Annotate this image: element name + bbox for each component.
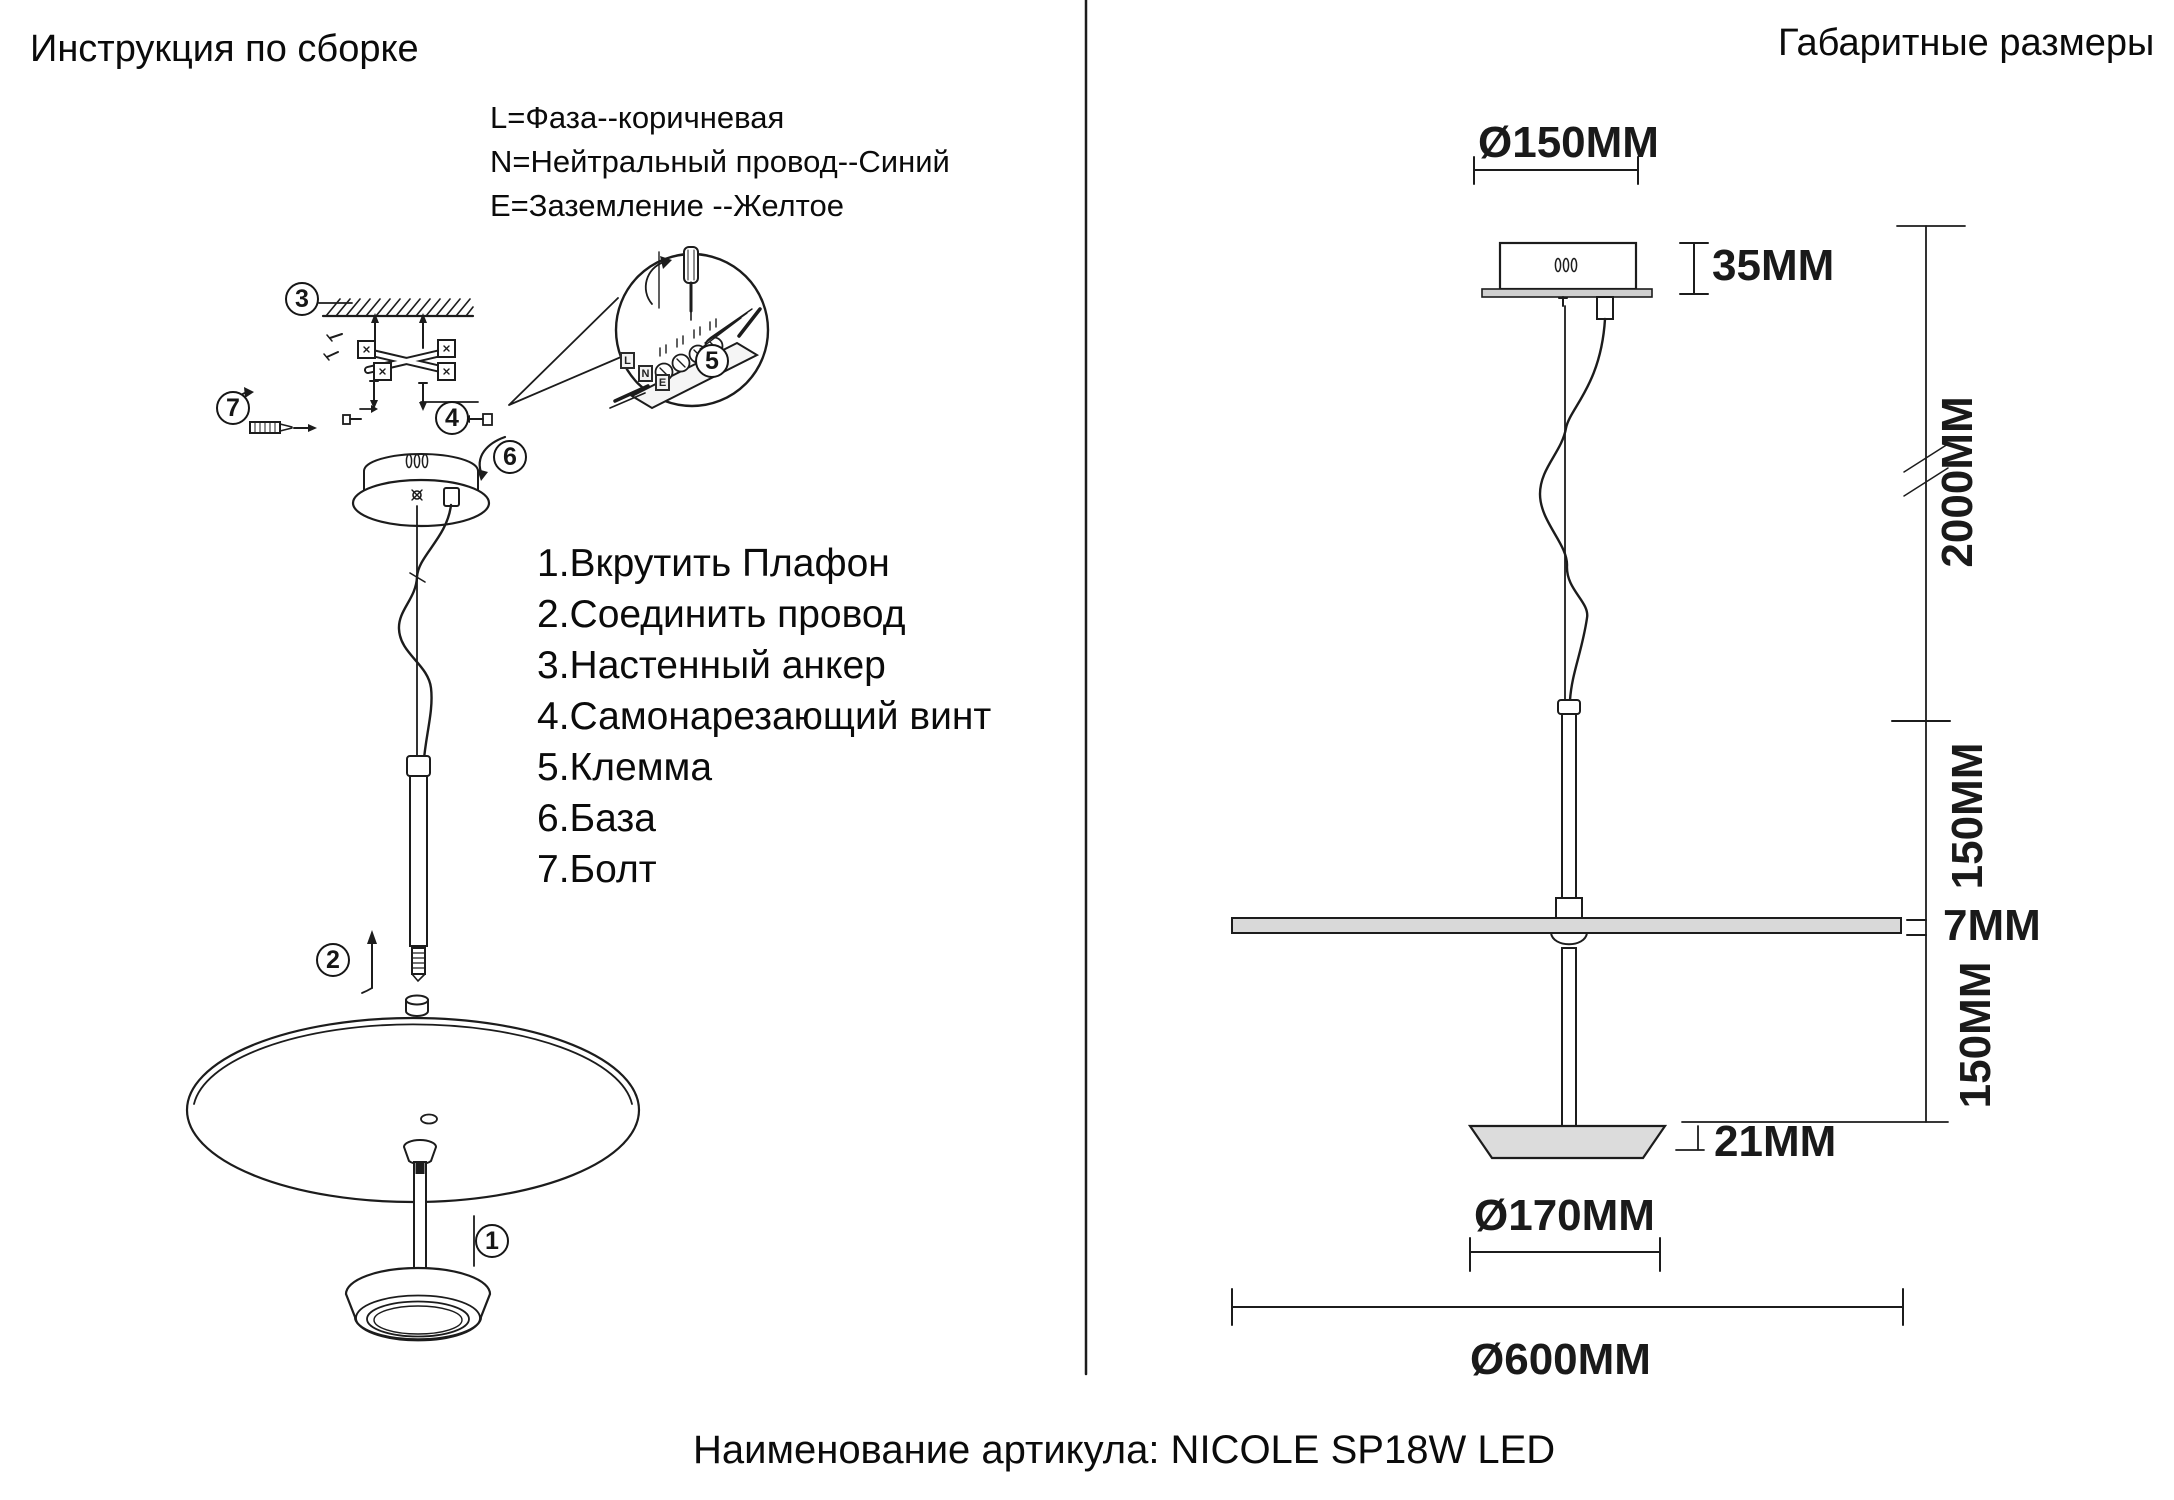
callout-4: 4 — [435, 401, 469, 435]
wire-legend-line: E=Заземление --Желтое — [490, 188, 844, 223]
assembly-steps: 1.Вкрутить Плафон 2.Соединить провод 3.Н… — [537, 538, 991, 895]
right-panel-title: Габаритные размеры — [1778, 22, 2155, 64]
dim-cable-length: 2000MM — [1933, 396, 1982, 568]
dim-canopy-diameter: Ø150MM — [1478, 118, 1659, 167]
dim-lower-rod: 150MM — [1951, 961, 2000, 1109]
callout-7: 7 — [216, 391, 250, 425]
wire-legend: L=Фаза--коричневая N=Нейтральный провод-… — [490, 96, 950, 228]
dim-disk-diameter: Ø600MM — [1470, 1335, 1651, 1384]
dimension-diagram — [1231, 156, 1966, 1326]
assembly-step: 1.Вкрутить Плафон — [537, 542, 890, 585]
dim-head-height: 21MM — [1714, 1117, 1837, 1166]
assembly-diagram — [185, 246, 770, 1342]
callout-6: 6 — [493, 440, 527, 474]
assembly-step: 5.Клемма — [537, 746, 713, 789]
callout-5: 5 — [695, 344, 729, 378]
article-caption: Наименование артикула: NICOLE SP18W LED — [693, 1428, 1556, 1472]
assembly-step: 4.Самонарезающий винт — [537, 695, 992, 738]
left-panel-title: Инструкция по сборке — [30, 28, 419, 70]
terminal-label-l: L — [620, 352, 635, 369]
dim-head-diameter: Ø170MM — [1474, 1191, 1655, 1240]
terminal-label-n: N — [638, 365, 653, 382]
assembly-step: 2.Соединить провод — [537, 593, 906, 636]
terminal-label-e: E — [655, 374, 670, 391]
assembly-step: 7.Болт — [537, 848, 657, 891]
callout-3: 3 — [285, 282, 319, 316]
wire-legend-line: N=Нейтральный провод--Синий — [490, 144, 950, 179]
dim-canopy-height: 35MM — [1712, 241, 1835, 290]
dim-disk-thickness: 7MM — [1943, 901, 2041, 950]
assembly-step: 3.Настенный анкер — [537, 644, 886, 687]
callout-2: 2 — [316, 943, 350, 977]
assembly-step: 6.База — [537, 797, 656, 840]
callout-1: 1 — [475, 1224, 509, 1258]
wire-legend-line: L=Фаза--коричневая — [490, 100, 785, 135]
